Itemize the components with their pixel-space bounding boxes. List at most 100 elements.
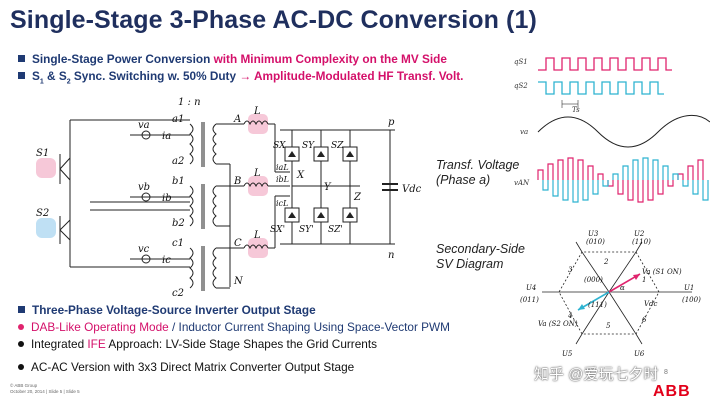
van-wave-label: vAN (514, 179, 530, 187)
current-ibl-label: ibL (276, 175, 289, 184)
page-number: 8 (664, 369, 668, 376)
va-wave-label: va (520, 128, 528, 136)
sector-6-label: 6 (642, 316, 647, 324)
switch-sz-prime-label: SZ' (328, 225, 343, 235)
subscript: 2 (66, 78, 71, 86)
qs2-label: qS2 (514, 82, 528, 90)
switch-sx-prime-label: SX' (270, 225, 285, 235)
sector-2-label: 2 (603, 258, 609, 266)
bullet-inverter-stage: Three-Phase Voltage-Source Inverter Outp… (18, 303, 316, 317)
rail-n-label: n (388, 250, 394, 261)
bullet-highlight: Amplitude-Modulated HF Transf. Volt. (251, 69, 464, 83)
terminal-b2-label: b2 (172, 218, 185, 229)
bullet-ac-ac: AC-AC Version with 3x3 Direct Matrix Con… (18, 360, 354, 374)
bullet-text: & S (43, 69, 67, 83)
switch-sz-label: SZ (331, 141, 344, 151)
u1-code-label: (100) (682, 296, 701, 304)
node-n-label: N (233, 276, 244, 287)
sector-5-label: 5 (606, 322, 611, 330)
node-z-label: Z (353, 192, 362, 203)
terminal-b1-label: b1 (172, 176, 185, 187)
node-y-label: Y (324, 182, 332, 193)
bullet-dab-mode: DAB-Like Operating Mode / Inductor Curre… (18, 320, 450, 334)
switch-sy-label: SY (302, 141, 315, 151)
vector-s1-label: Va (S1 ON) (642, 268, 682, 276)
node-a-label: A (233, 114, 241, 125)
footer-line: © ABB Group (10, 383, 38, 388)
slide-footer: © ABB Group October 20, 2014 | Slide 5 |… (10, 383, 80, 394)
footer-line: October 20, 2014 | Slide 5 | Slide 5 (10, 388, 80, 394)
inductor-c-label: L (253, 230, 261, 241)
transformer-ratio-label: 1 : n (178, 97, 201, 108)
rail-p-label: p (388, 117, 395, 128)
sector-1-label: 1 (642, 276, 646, 284)
terminal-a1-label: a1 (172, 114, 184, 125)
u2-code-label: (110) (632, 238, 651, 246)
bullet-highlight: DAB-Like Operating Mode (31, 320, 169, 334)
current-ia-label: ia (162, 131, 171, 142)
u2-label: U2 (634, 230, 645, 238)
bullet-text: / Inductor Current Shaping Using Space-V… (168, 320, 450, 334)
annotation-line: SV Diagram (436, 257, 504, 271)
switch-s1-label: S1 (36, 148, 49, 159)
current-ib-label: ib (162, 193, 172, 204)
node-b-label: B (233, 176, 241, 187)
zero-vector-000: (000) (584, 276, 603, 284)
u1-label: U1 (684, 284, 694, 292)
annotation-line: (Phase a) (436, 173, 491, 187)
vdc-label: Vdc (402, 184, 422, 195)
source-vb-label: vb (138, 182, 150, 193)
subscript: 1 (39, 78, 44, 86)
annotation-line: Transf. Voltage (436, 158, 520, 172)
va-sine-wave (537, 114, 710, 148)
qs2-pulse-train (538, 81, 664, 95)
u5-label: U5 (562, 350, 573, 358)
u4-label: U4 (526, 284, 536, 292)
sector-4-label: 4 (567, 312, 572, 320)
node-x-label: X (296, 170, 305, 181)
terminal-c2-label: c2 (172, 288, 184, 299)
switch-sy-prime-label: SY' (299, 225, 314, 235)
annotation-sv-diagram: Secondary-Side SV Diagram (436, 242, 525, 272)
square-bullet-icon (18, 72, 25, 79)
u4-code-label: (011) (520, 296, 539, 304)
abb-logo: ABB (653, 383, 691, 400)
bullet-sync-switching: S1 & S2 Sync. Switching w. 50% Duty → Am… (18, 69, 463, 85)
current-icl-label: icL (276, 199, 288, 208)
terminal-a2-label: a2 (172, 156, 184, 167)
bullet-text: Three-Phase Voltage-Source Inverter Outp… (32, 303, 316, 317)
source-vc-label: vc (138, 244, 150, 255)
zhihu-watermark: 知乎 @爱玩七夕时 (534, 366, 659, 383)
slide-title: Single-Stage 3-Phase AC-DC Conversion (1… (10, 6, 537, 34)
van-modulated-wave (537, 157, 709, 203)
bullet-highlight: IFE (87, 337, 106, 351)
u6-label: U6 (634, 350, 645, 358)
current-ial-label: iaL (276, 163, 289, 172)
switch-sx-label: SX (273, 141, 286, 151)
inductor-a-label: L (253, 106, 261, 117)
bullet-text: Integrated (31, 337, 88, 351)
annotation-line: Secondary-Side (436, 242, 525, 256)
qs1-label: qS1 (514, 58, 528, 66)
source-va-label: va (138, 120, 150, 131)
zero-vector-111: (111) (588, 301, 607, 309)
dot-bullet-icon (18, 364, 24, 370)
ts-label: Ts (572, 106, 580, 114)
dot-bullet-icon (18, 341, 24, 347)
dot-bullet-icon (18, 324, 24, 330)
qs1-pulse-train (538, 57, 672, 71)
annotation-transf-voltage: Transf. Voltage (Phase a) (436, 158, 519, 188)
bullet-text: S (32, 69, 40, 83)
square-bullet-icon (18, 306, 25, 313)
current-ic-label: ic (162, 255, 171, 266)
switch-s2-label: S2 (36, 208, 49, 219)
bullet-highlight: with Minimum Complexity on the MV Side (213, 52, 447, 66)
vector-s2-label: Va (S2 ON) (538, 320, 578, 328)
bullet-ife: Integrated IFE Approach: LV-Side Stage S… (18, 337, 377, 351)
circuit-schematic: 1 : n S1 S2 va vb vc ia ib ic a1 a2 b1 b… (36, 97, 422, 299)
node-c-label: C (234, 238, 242, 249)
inductor-b-label: L (253, 168, 261, 179)
angle-alpha-label: α (620, 284, 625, 292)
sector-3-label: 3 (568, 266, 573, 274)
square-bullet-icon (18, 55, 25, 62)
